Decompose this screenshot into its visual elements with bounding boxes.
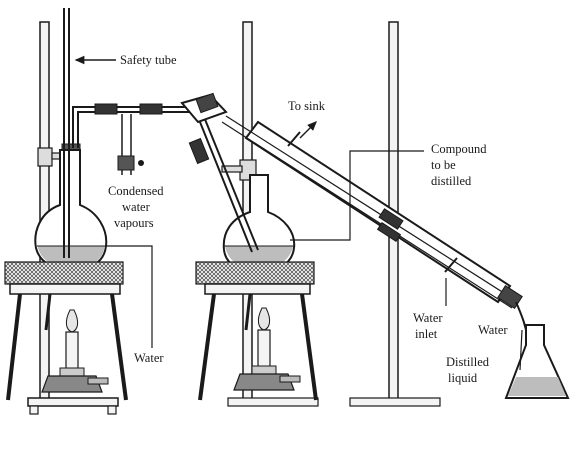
water-label-right: Water [478, 323, 508, 337]
to-sink-label: To sink [288, 99, 326, 113]
distilled-label-line2: liquid [448, 371, 478, 385]
condensed-label-line1: Condensed [108, 184, 164, 198]
to-sink-pointer [299, 121, 317, 139]
safety-tube [63, 8, 70, 258]
compound-label-line1: Compound [431, 142, 487, 156]
condensed-label-line3: vapours [114, 216, 154, 230]
steam-delivery-tube [72, 103, 188, 148]
water-label-left: Water [134, 351, 164, 365]
left-wire-gauze [4, 261, 124, 285]
safety-tube-label: Safety tube [120, 53, 177, 67]
conical-flask [504, 324, 570, 399]
left-tripod [6, 283, 128, 401]
middle-wire-gauze [195, 261, 315, 285]
water-left-pointer [106, 245, 153, 348]
middle-burner [233, 307, 301, 391]
compound-pointer [290, 150, 424, 241]
condensed-label-line2: water [122, 200, 151, 214]
water-inlet-label-line1: Water [413, 311, 443, 325]
compound-label-line2: to be [431, 158, 456, 172]
water-right-pointer [519, 329, 523, 371]
flask-side-arm [180, 92, 228, 124]
distilled-label-line1: Distilled [446, 355, 490, 369]
middle-tripod [198, 283, 318, 401]
water-inlet-label-line2: inlet [415, 327, 438, 341]
compound-label-line3: distilled [431, 174, 472, 188]
left-burner [41, 309, 109, 393]
condensed-water-trap [117, 114, 144, 175]
